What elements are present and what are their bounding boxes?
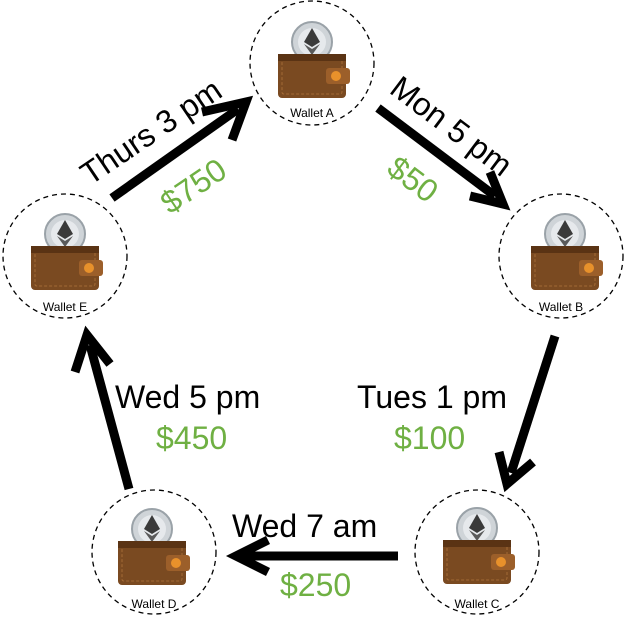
wallet-with-ethereum-coin-icon — [530, 213, 604, 291]
wallet-node-e: Wallet E — [2, 193, 128, 319]
wallet-node-d: Wallet D — [91, 489, 217, 615]
arrow-d-to-e — [70, 325, 134, 491]
transfer-amount-a-to-b: $50 — [381, 149, 445, 210]
arrow-c-to-d — [225, 535, 398, 577]
transfer-amount-c-to-d: $250 — [280, 567, 351, 603]
wallet-label-b: Wallet B — [539, 300, 583, 314]
arrow-e-to-a — [109, 95, 254, 202]
wallet-with-ethereum-coin-icon — [117, 508, 191, 586]
wallet-label-d: Wallet D — [132, 597, 177, 611]
arrow-a-to-b — [375, 104, 511, 211]
transfer-amount-b-to-c: $100 — [394, 420, 465, 456]
wallet-with-ethereum-coin-icon — [277, 21, 351, 99]
wallet-node-c: Wallet C — [414, 489, 540, 615]
wallet-with-ethereum-coin-icon — [30, 213, 104, 291]
wallet-node-b: Wallet B — [498, 193, 624, 319]
transfer-time-d-to-e: Wed 5 pm — [115, 379, 260, 415]
wallet-with-ethereum-coin-icon — [442, 507, 516, 585]
wallet-node-a: Wallet A — [249, 0, 375, 126]
wallet-label-a: Wallet A — [290, 106, 334, 120]
transfer-time-c-to-d: Wed 7 am — [232, 508, 377, 544]
arrow-b-to-c — [494, 334, 560, 493]
wallet-label-c: Wallet C — [455, 597, 500, 611]
wallet-label-e: Wallet E — [43, 300, 87, 314]
transfer-amount-d-to-e: $450 — [156, 420, 227, 456]
transfer-time-b-to-c: Tues 1 pm — [357, 379, 507, 415]
